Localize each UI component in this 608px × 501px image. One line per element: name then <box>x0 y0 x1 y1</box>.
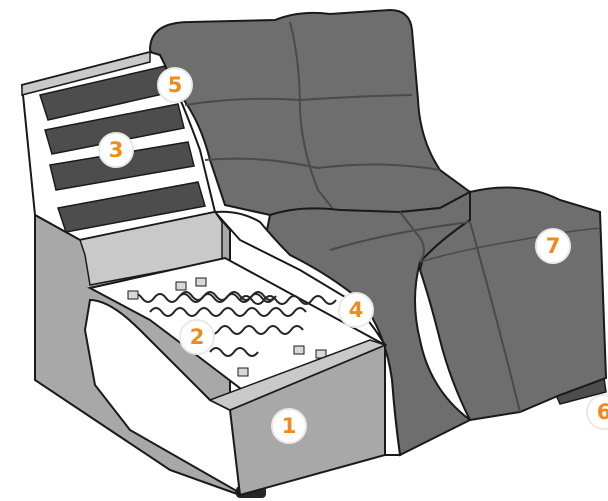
callout-seat-foam: 4 <box>339 293 373 327</box>
callout-number: 1 <box>282 414 297 438</box>
callout-seat-cushion: 7 <box>536 229 570 263</box>
callout-number: 7 <box>546 234 561 258</box>
callout-back-slats: 3 <box>99 133 133 167</box>
callout-number: 2 <box>190 325 205 349</box>
callout-springs: 2 <box>180 320 214 354</box>
callout-number: 5 <box>168 73 183 97</box>
callout-leg: 6 <box>587 395 608 429</box>
callout-frame-base: 1 <box>272 409 306 443</box>
callout-number: 6 <box>597 400 608 424</box>
callout-number: 3 <box>109 138 124 162</box>
callout-number: 4 <box>349 298 364 322</box>
callout-back-foam: 5 <box>158 68 192 102</box>
